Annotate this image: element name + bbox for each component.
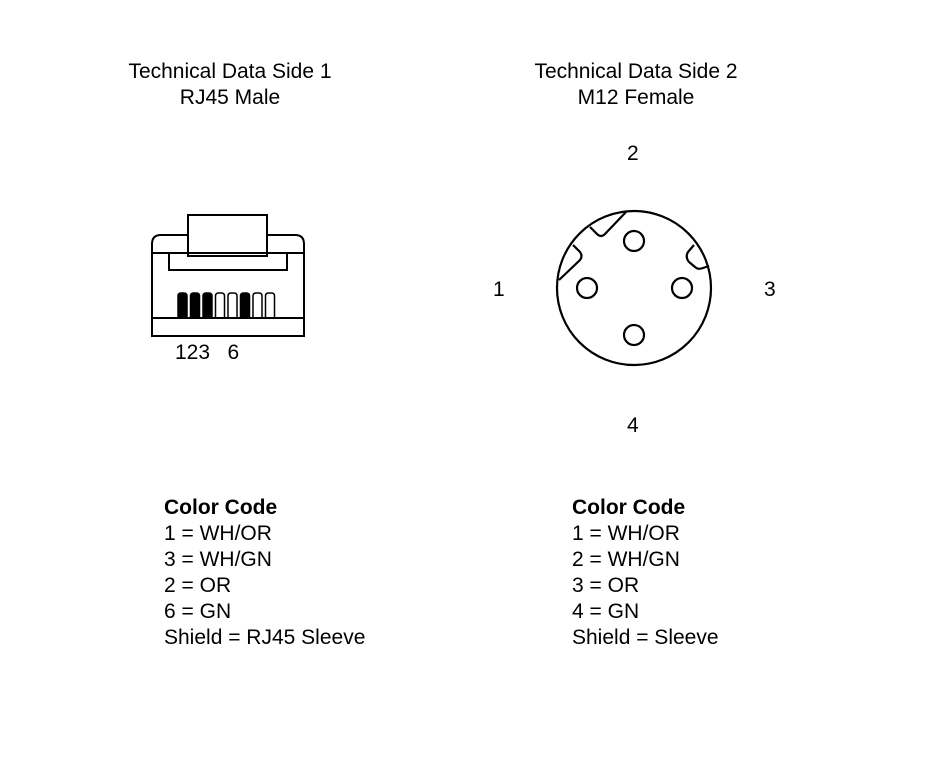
- rj45-pin-7: [252, 292, 263, 318]
- rj45-pin-6: [239, 292, 251, 319]
- m12-socket-2: [622, 229, 646, 253]
- rj45-pin-1: [177, 292, 188, 319]
- rj45-pin-3: [202, 292, 213, 319]
- m12-pin-label-1: 1: [493, 278, 505, 301]
- side2-color-code-line: Shield = Sleeve: [572, 626, 719, 649]
- side2-color-code-heading: Color Code: [572, 496, 686, 519]
- side1-color-code-line: 6 = GN: [164, 600, 232, 623]
- side2-color-code-line: 4 = GN: [572, 600, 640, 623]
- m12-pin-label-2: 2: [627, 142, 639, 165]
- rj45-body: [151, 234, 305, 337]
- rj45-pin-8: [264, 292, 276, 318]
- side1-color-code-line: 3 = WH/GN: [164, 548, 272, 571]
- rj45-pin-2: [189, 292, 201, 319]
- side2-title-line1: Technical Data Side 2: [534, 60, 738, 83]
- side1-color-code-line: 2 = OR: [164, 574, 232, 597]
- side2-color-code: Color Code 1 = WH/OR 2 = WH/GN 3 = OR 4 …: [572, 495, 719, 651]
- rj45-contacts: [177, 292, 276, 319]
- m12-key-notch-top: [589, 211, 627, 238]
- m12-socket-3: [670, 276, 694, 300]
- rj45-pin-4: [214, 292, 226, 318]
- m12-key-notch-left: [558, 244, 583, 281]
- rj45-pin-numbers: 123 6: [175, 341, 240, 364]
- side1-title: Technical Data Side 1 RJ45 Male: [60, 59, 400, 111]
- rj45-latch-tab: [187, 214, 268, 257]
- m12-key-notch-right: [685, 244, 710, 270]
- rj45-plug-icon: [151, 214, 305, 337]
- side1-color-code: Color Code 1 = WH/OR 3 = WH/GN 2 = OR 6 …: [164, 495, 365, 651]
- rj45-pin-5: [227, 292, 238, 318]
- side1-title-line1: Technical Data Side 1: [128, 60, 332, 83]
- side1-color-code-heading: Color Code: [164, 496, 278, 519]
- side2-color-code-line: 3 = OR: [572, 574, 640, 597]
- side1-color-code-line: Shield = RJ45 Sleeve: [164, 626, 366, 649]
- m12-pin-label-4: 4: [627, 414, 639, 437]
- m12-socket-1: [575, 276, 599, 300]
- m12-female-icon: [555, 209, 713, 367]
- side1-connector-type: RJ45 Male: [179, 86, 281, 109]
- m12-socket-4: [622, 323, 646, 347]
- side2-title: Technical Data Side 2 M12 Female: [466, 59, 806, 111]
- m12-outer-ring: [555, 209, 713, 367]
- m12-pin-label-3: 3: [764, 278, 776, 301]
- side2-color-code-line: 1 = WH/OR: [572, 522, 680, 545]
- side1-color-code-line: 1 = WH/OR: [164, 522, 272, 545]
- rj45-inner-bar: [168, 253, 288, 271]
- side2-color-code-line: 2 = WH/GN: [572, 548, 680, 571]
- side2-connector-type: M12 Female: [577, 86, 695, 109]
